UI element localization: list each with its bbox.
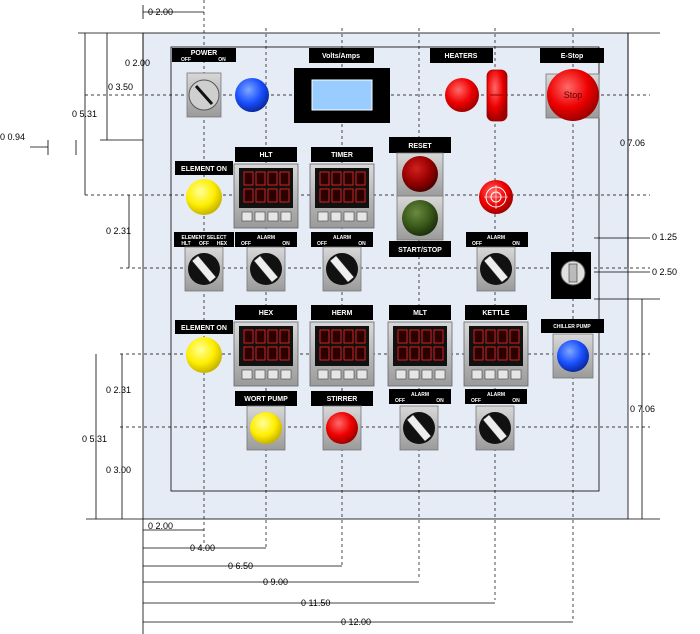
side-mount-switch[interactable] xyxy=(551,252,591,299)
power-selector-switch[interactable] xyxy=(186,72,222,118)
dim-left-3-50: 0 3.50 xyxy=(108,82,133,92)
dim-right-2-50: 0 2.50 xyxy=(652,267,677,277)
hlt-temperature-controller[interactable] xyxy=(233,163,299,229)
dim-right-7-06-top: 0 7.06 xyxy=(620,138,645,148)
mlt-temperature-controller[interactable] xyxy=(387,321,453,387)
dim-left-5-31-top: 0 5.31 xyxy=(72,109,97,119)
dim-bottom-11-50: 0 11.50 xyxy=(301,598,330,608)
dim-left-2-00: 0 2.00 xyxy=(125,58,150,68)
dim-top-2-00: 0 2.00 xyxy=(148,7,173,17)
svg-text:OFF: OFF xyxy=(181,57,191,63)
dim-bottom-2-00: 0 2.00 xyxy=(148,521,173,531)
svg-text:OFF: OFF xyxy=(199,241,209,247)
svg-text:OFF: OFF xyxy=(472,241,482,247)
start-stop-label: START/STOP xyxy=(398,247,442,254)
svg-text:ALARM: ALARM xyxy=(487,235,505,241)
estop-label: E-Stop xyxy=(561,53,584,60)
dim-right-1-25: 0 1.25 xyxy=(652,232,677,242)
power-label: POWER xyxy=(191,50,217,57)
element-on-indicator-1 xyxy=(186,179,222,215)
dim-bottom-12-00: 0 12.00 xyxy=(341,617,371,627)
chiller-pump-label: CHILLER PUMP xyxy=(553,324,591,330)
wort-pump-label: WORT PUMP xyxy=(244,396,288,403)
svg-text:OFF: OFF xyxy=(241,241,251,247)
svg-text:OFF: OFF xyxy=(317,241,327,247)
inner-mounting-border xyxy=(170,46,600,492)
svg-text:OFF: OFF xyxy=(395,398,405,404)
svg-text:ON: ON xyxy=(358,241,366,247)
buzzer-alarm-switch[interactable] xyxy=(476,246,516,292)
svg-text:ALARM: ALARM xyxy=(333,235,351,241)
volts-amps-label: Volts/Amps xyxy=(322,53,360,60)
svg-text:HLT: HLT xyxy=(181,241,190,247)
alarm-buzzer xyxy=(479,180,513,214)
dim-left-3-00: 0 3.00 xyxy=(106,465,131,475)
reset-button[interactable] xyxy=(396,152,444,198)
dim-left-2-31-bottom: 0 2.31 xyxy=(106,385,131,395)
estop-button[interactable]: Stop xyxy=(545,69,600,121)
element-on-indicator-2 xyxy=(186,337,222,373)
reset-label: RESET xyxy=(408,143,432,150)
svg-text:ALARM: ALARM xyxy=(411,392,429,398)
dim-bottom-6-50: 0 6.50 xyxy=(228,561,253,571)
heaters-label: HEATERS xyxy=(445,53,478,60)
wort-pump-button[interactable] xyxy=(246,405,286,451)
mlt-alarm-switch[interactable] xyxy=(399,405,439,451)
volts-amps-meter xyxy=(294,68,390,123)
power-indicator-blue xyxy=(235,78,269,112)
svg-text:ON: ON xyxy=(218,57,226,63)
heaters-toggle-switch[interactable] xyxy=(486,69,508,122)
timer-controller[interactable] xyxy=(309,163,375,229)
stirrer-button[interactable] xyxy=(322,405,362,451)
svg-text:ON: ON xyxy=(512,398,520,404)
kettle-temperature-controller[interactable] xyxy=(463,321,529,387)
timer-label: TIMER xyxy=(331,152,353,159)
svg-text:ON: ON xyxy=(512,241,520,247)
svg-text:OFF: OFF xyxy=(471,398,481,404)
start-stop-button[interactable] xyxy=(396,195,444,241)
dim-bottom-9-00: 0 9.00 xyxy=(263,577,288,587)
svg-text:HEX: HEX xyxy=(217,241,228,247)
svg-text:ON: ON xyxy=(282,241,290,247)
dim-bottom-4-00: 0 4.00 xyxy=(190,543,215,553)
svg-text:Stop: Stop xyxy=(564,90,583,100)
mlt-label: MLT xyxy=(413,310,428,317)
hlt-label: HLT xyxy=(259,152,273,159)
hex-label: HEX xyxy=(259,310,274,317)
element-on-label-1: ELEMENT ON xyxy=(181,166,227,173)
herm-temperature-controller[interactable] xyxy=(309,321,375,387)
element-select-label: ELEMENT SELECT xyxy=(181,235,226,241)
element-select-switch[interactable] xyxy=(184,246,224,292)
kettle-alarm-switch[interactable] xyxy=(475,405,515,451)
chiller-pump-button[interactable] xyxy=(552,333,594,379)
herm-label: HERM xyxy=(332,310,353,317)
element-on-label-2: ELEMENT ON xyxy=(181,325,227,332)
dim-left-2-31-top: 0 2.31 xyxy=(106,226,131,236)
timer-alarm-switch[interactable] xyxy=(322,246,362,292)
heaters-indicator-red xyxy=(445,78,479,112)
svg-text:ALARM: ALARM xyxy=(487,392,505,398)
svg-text:ON: ON xyxy=(436,398,444,404)
hlt-alarm-switch[interactable] xyxy=(246,246,286,292)
stirrer-label: STIRRER xyxy=(327,396,358,403)
dim-left-0-94: 0 0.94 xyxy=(0,132,25,142)
dim-left-5-31-bottom: 0 5.31 xyxy=(82,434,107,444)
svg-text:ALARM: ALARM xyxy=(257,235,275,241)
hex-temperature-controller[interactable] xyxy=(233,321,299,387)
dim-right-7-06-bottom: 0 7.06 xyxy=(630,404,655,414)
kettle-label: KETTLE xyxy=(482,310,510,317)
